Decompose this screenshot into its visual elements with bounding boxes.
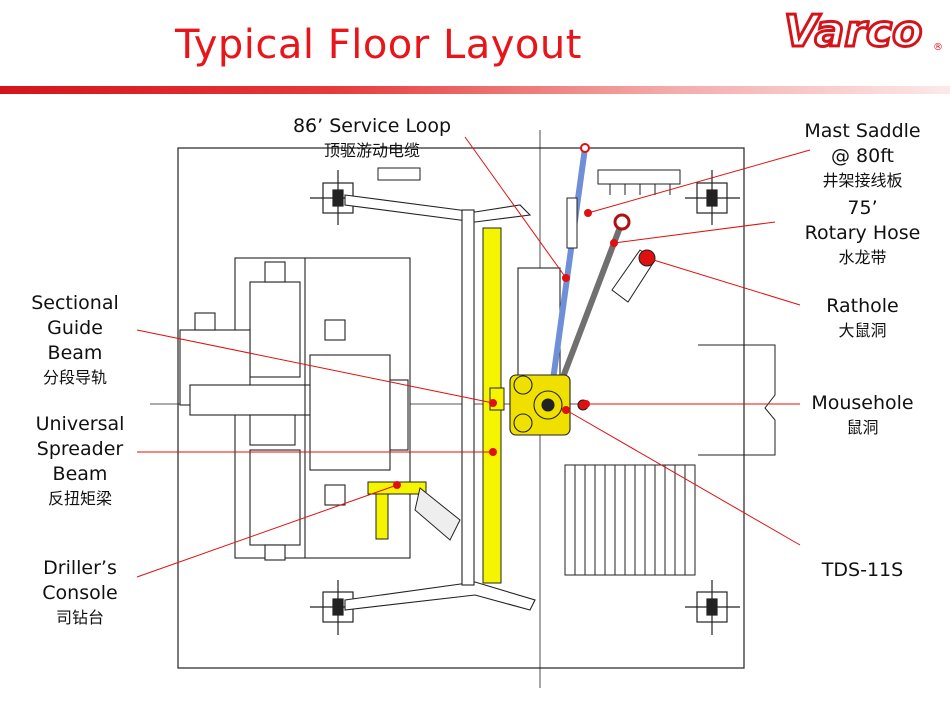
mast-saddle-en1: Mast Saddle [804, 120, 921, 142]
rotary-hose-en2: Rotary Hose [804, 222, 921, 244]
pipe-ramp [564, 344, 776, 576]
varco-logo: Varco ® [783, 5, 943, 57]
spreader-beam-en2: Spreader [36, 438, 124, 460]
guide-beam-en3: Beam [47, 342, 103, 364]
floor-boundary [177, 147, 745, 669]
label-tds: TDS-11S [790, 558, 935, 583]
tds-en: TDS-11S [821, 559, 904, 581]
mast-leg-bottom-right [685, 580, 740, 635]
spreader-beam-cn: 反扭矩梁 [47, 489, 112, 508]
rotary-hose-cn: 水龙带 [838, 248, 887, 267]
mast-legs [310, 170, 740, 635]
spreader-beam-en1: Universal [35, 413, 125, 435]
rotary-hose-en1: 75’ [847, 197, 878, 219]
logo-registered-mark: ® [933, 42, 942, 53]
saddle-clamp [566, 197, 578, 249]
header-rule [0, 86, 950, 94]
mousehole-en: Mousehole [811, 392, 914, 414]
label-drillers-console: Driller’s Console 司钻台 [10, 556, 150, 630]
guide-beam-cn: 分段导轨 [42, 368, 107, 387]
service-loop-en: 86’ Service Loop [292, 115, 452, 137]
service-loop-line [550, 145, 588, 383]
label-spreader-beam: Universal Spreader Beam 反扭矩梁 [10, 412, 150, 511]
mousehole-cn: 鼠洞 [846, 418, 879, 437]
rathole-en: Rathole [826, 295, 899, 317]
tds-11s-shape [509, 374, 589, 436]
drillers-console-en1: Driller’s [43, 557, 117, 579]
mast-saddle-en2: @ 80ft [830, 145, 895, 167]
mast-saddle-board [597, 169, 681, 195]
label-sectional-guide-beam: Sectional Guide Beam 分段导轨 [10, 291, 140, 390]
label-rotary-hose: 75’ Rotary Hose 水龙带 [780, 196, 945, 270]
guide-beam-en2: Guide [47, 317, 103, 339]
rathole-cn: 大鼠洞 [838, 321, 887, 340]
spreader-beam-en3: Beam [52, 463, 108, 485]
logo-text: Varco [784, 6, 922, 56]
drillers-console-cn: 司钻台 [55, 608, 104, 627]
leader-lines [136, 136, 811, 578]
page-title: Typical Floor Layout [175, 22, 582, 68]
guide-beam-en1: Sectional [31, 292, 119, 314]
mast-saddle-cn: 井架接线板 [822, 171, 903, 190]
label-service-loop: 86’ Service Loop 顶驱游动电缆 [272, 114, 472, 163]
label-mousehole: Mousehole 鼠洞 [790, 391, 935, 440]
junction-box [377, 167, 421, 181]
label-mast-saddle: Mast Saddle @ 80ft 井架接线板 [780, 119, 945, 193]
service-loop-cn: 顶驱游动电缆 [323, 141, 420, 160]
drillers-console-en2: Console [42, 582, 118, 604]
rotary-hose-line [557, 219, 625, 388]
label-rathole: Rathole 大鼠洞 [790, 294, 935, 343]
mast-leg-top-right [685, 170, 740, 225]
